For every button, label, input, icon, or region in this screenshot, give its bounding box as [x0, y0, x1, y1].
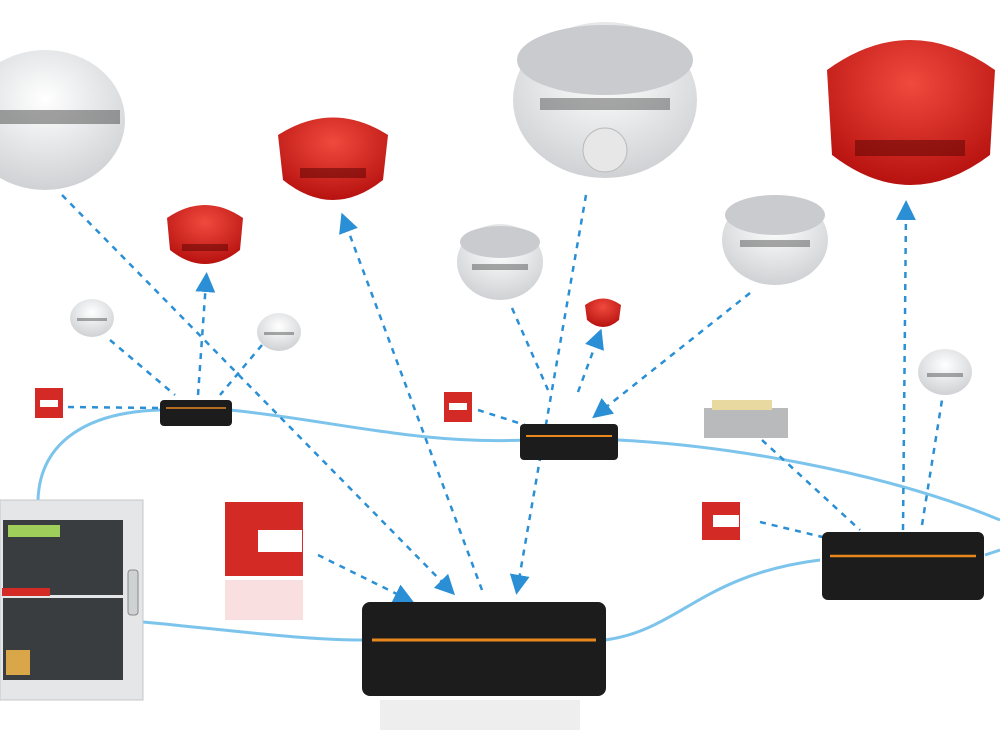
wireless-hub-icon	[160, 400, 232, 426]
loop-cable	[36, 408, 1000, 642]
sounder-icon	[167, 205, 243, 264]
sounder-icon	[585, 298, 621, 327]
sounders	[167, 40, 995, 327]
manual-call-point-icon	[35, 388, 63, 418]
manual-call-point-icon	[444, 392, 472, 422]
smoke-detector-icon	[0, 50, 125, 190]
smoke-detector-icon	[257, 313, 301, 351]
smoke-detector-icon	[457, 224, 543, 300]
wireless-hub-icon	[822, 532, 984, 600]
smoke-detector-icon	[513, 22, 697, 178]
sounder-icon	[827, 40, 995, 185]
smoke-detector-icon	[722, 195, 828, 285]
smoke-detectors	[0, 22, 972, 395]
manual-call-points	[35, 388, 740, 620]
manual-call-point-icon	[225, 502, 303, 620]
wireless-hubs	[160, 400, 984, 730]
wireless-hub-icon	[362, 602, 606, 730]
fire-alarm-panel-icon	[0, 499, 144, 701]
sounder-icon	[278, 117, 388, 200]
wireless-links	[61, 194, 944, 603]
smoke-detector-icon	[70, 299, 114, 337]
isolator-module-icon	[704, 400, 788, 438]
wireless-hub-icon	[520, 424, 618, 460]
smoke-detector-icon	[918, 349, 972, 395]
manual-call-point-icon	[702, 502, 740, 540]
